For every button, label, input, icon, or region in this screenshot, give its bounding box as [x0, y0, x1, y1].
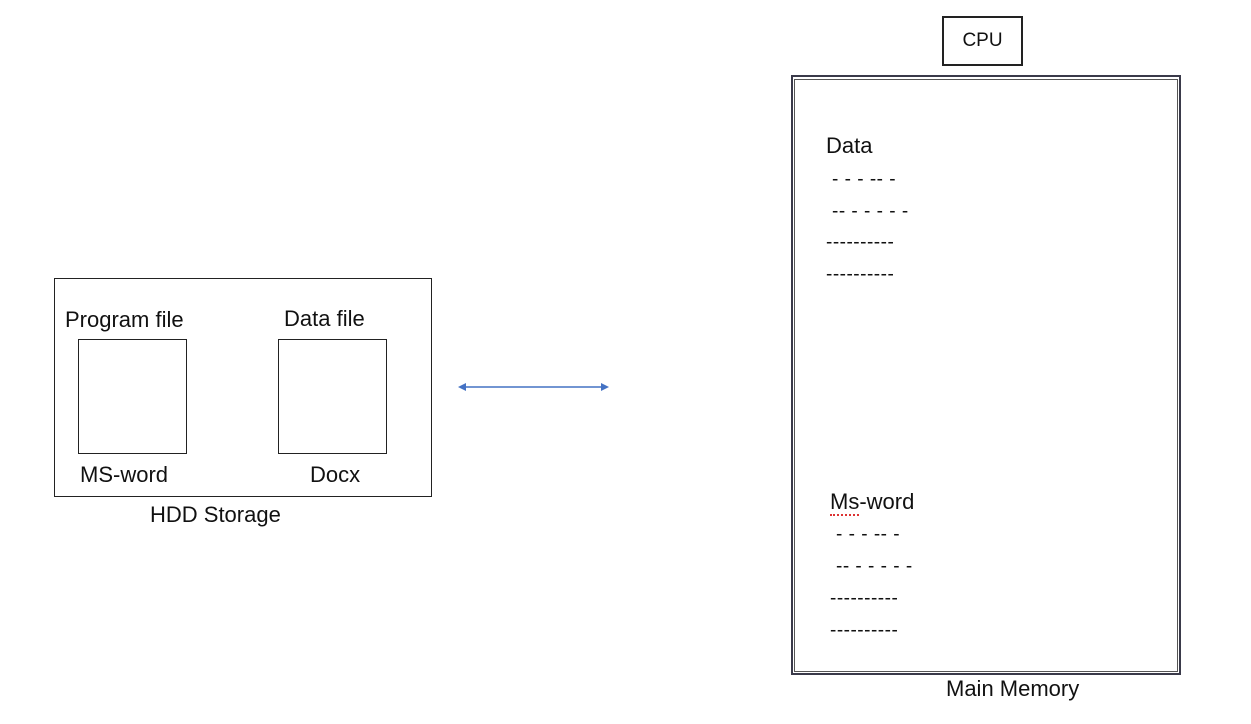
program-file-caption: MS-word [80, 462, 169, 487]
spellcheck-word: Ms [830, 489, 860, 516]
data-file-box [278, 339, 387, 454]
data-file-caption: Docx [310, 462, 361, 487]
bidirectional-arrow [458, 383, 609, 391]
memory-program-title-rest: -word [859, 489, 915, 514]
main-memory-outer-box [791, 75, 1181, 675]
arrow-head-right [601, 383, 609, 391]
cpu-label: CPU [962, 30, 1003, 51]
program-file-box [78, 339, 187, 454]
hdd-storage-box [54, 278, 432, 497]
memory-data-line: - - - -- - [832, 169, 897, 190]
data-file-title: Data file [284, 306, 365, 331]
memory-data-line: ---------- [826, 264, 895, 285]
memory-program-line: -- - - - - - [836, 556, 913, 577]
memory-program-title: Ms-word [830, 489, 915, 516]
memory-program-line: ---------- [830, 620, 899, 641]
cpu-box: CPU [942, 16, 1023, 66]
memory-data-line: -- - - - - - [832, 201, 909, 222]
memory-program-line: ---------- [830, 588, 899, 609]
program-file-title: Program file [65, 307, 184, 332]
memory-program-line: - - - -- - [836, 524, 901, 545]
hdd-storage-label: HDD Storage [150, 502, 281, 527]
memory-data-title: Data [826, 133, 873, 158]
main-memory-label: Main Memory [946, 676, 1080, 701]
arrow-head-left [458, 383, 466, 391]
main-memory-box [794, 79, 1178, 672]
memory-data-line: ---------- [826, 232, 895, 253]
